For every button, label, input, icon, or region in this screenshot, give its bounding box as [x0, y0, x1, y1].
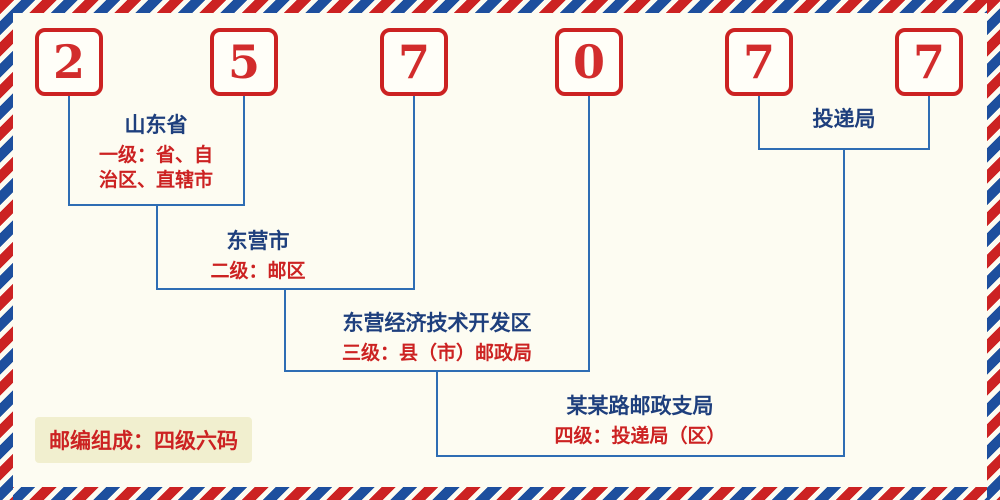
- level1-description-line1: 一级：省、自: [98, 144, 214, 166]
- connector-line: [436, 455, 845, 457]
- level4-description: 四级：投递局（区）: [554, 425, 726, 447]
- digit-box-4: 0: [555, 28, 623, 96]
- level3-description: 三级：县（市）邮政局: [341, 342, 533, 364]
- digit-2: 5: [227, 35, 260, 89]
- digit-3: 7: [397, 35, 430, 89]
- digit-box-5: 7: [725, 28, 793, 96]
- digit-box-1: 2: [35, 28, 103, 96]
- level2-description: 二级：邮区: [210, 260, 306, 282]
- level1-description: 一级：省、自 治区、直辖市: [99, 143, 213, 193]
- digit-5: 7: [742, 35, 775, 89]
- connector-line: [156, 205, 158, 290]
- digit-1: 2: [52, 35, 85, 89]
- connector-line: [243, 96, 245, 206]
- level1-description-line2: 治区、直辖市: [98, 169, 214, 191]
- connector-line: [928, 96, 930, 150]
- postal-code-composition-badge: 邮编组成：四级六码: [35, 417, 252, 463]
- digit-box-6: 7: [895, 28, 963, 96]
- level1-place-name: 山东省: [124, 113, 188, 137]
- airmail-border-right: [987, 0, 1000, 500]
- level4-place-name: 某某路邮政支局: [566, 394, 714, 418]
- connector-line: [284, 288, 286, 372]
- airmail-border-left: [0, 0, 13, 500]
- digit-6: 7: [912, 35, 945, 89]
- level2-label: 东营市 二级：邮区: [210, 228, 305, 284]
- digit-4: 0: [572, 35, 605, 89]
- connector-line: [758, 148, 930, 150]
- delivery-office-label: 投递局: [813, 106, 876, 132]
- digit-box-2: 5: [210, 28, 278, 96]
- level1-label: 山东省 一级：省、自 治区、直辖市: [99, 112, 213, 193]
- level4-label: 某某路邮政支局 四级：投递局（区）: [554, 393, 725, 449]
- level3-place-name: 东营经济技术开发区: [342, 311, 532, 335]
- connector-line: [413, 96, 415, 290]
- connector-line: [758, 96, 760, 150]
- airmail-border-top: [0, 0, 1000, 13]
- digit-box-3: 7: [380, 28, 448, 96]
- airmail-border-bottom: [0, 487, 1000, 500]
- level2-place-name: 东营市: [226, 229, 290, 253]
- connector-line: [588, 96, 590, 372]
- connector-line: [436, 370, 438, 457]
- connector-line: [843, 148, 845, 457]
- connector-line: [68, 96, 70, 206]
- level3-label: 东营经济技术开发区 三级：县（市）邮政局: [342, 310, 532, 366]
- delivery-office-name: 投递局: [812, 107, 876, 131]
